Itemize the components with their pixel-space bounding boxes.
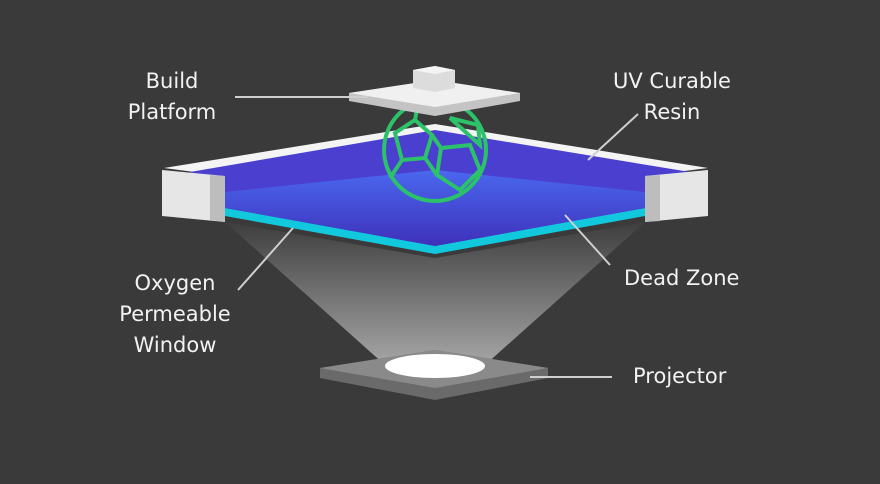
label-line: Resin [643, 100, 701, 124]
label-dead-zone: Dead Zone [624, 266, 740, 290]
label-oxygen-window: Oxygen Permeable Window [100, 268, 250, 361]
leader-lines [235, 96, 639, 378]
label-projector: Projector [633, 364, 727, 388]
label-line: Oxygen [134, 271, 216, 295]
resin-tank [162, 124, 708, 254]
projector [320, 350, 548, 400]
dead-zone [225, 170, 645, 246]
printed-part [382, 97, 488, 203]
label-line: Window [133, 333, 217, 357]
label-line: Build [145, 69, 199, 93]
label-line: UV Curable [613, 69, 731, 93]
build-platform [349, 66, 520, 116]
label-line: Permeable [119, 302, 231, 326]
light-cone [225, 222, 645, 365]
label-build-platform: Build Platform [102, 66, 242, 128]
label-uv-resin: UV Curable Resin [592, 66, 752, 128]
label-line: Platform [127, 100, 217, 124]
oxygen-window [225, 208, 645, 254]
